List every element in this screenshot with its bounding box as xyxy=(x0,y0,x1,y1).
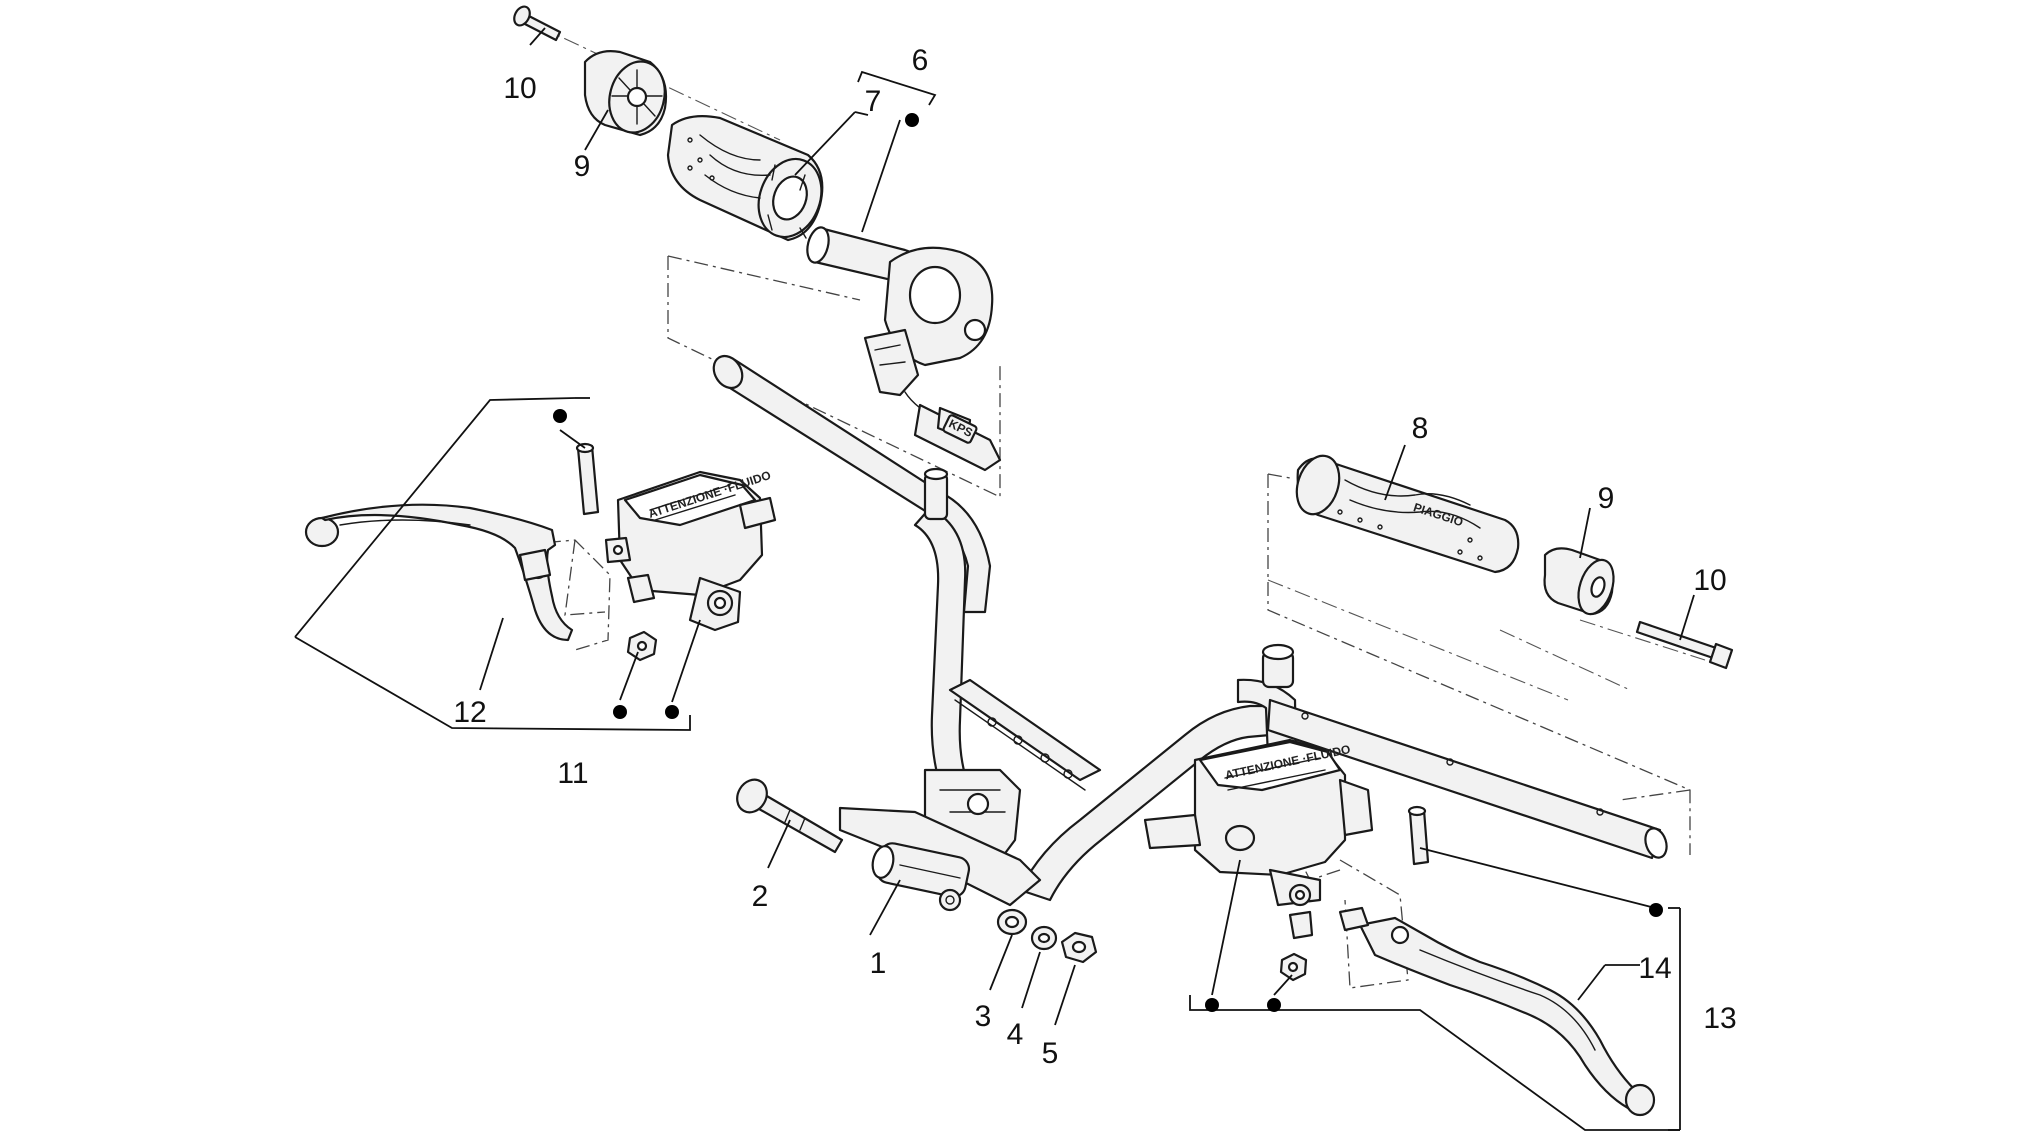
left-lever-part-12 xyxy=(304,503,574,642)
callout-10-left: 10 xyxy=(503,72,536,105)
callout-7: 7 xyxy=(865,85,882,118)
right-master-cylinder-part-13: ATTENZIONE ·FLUIDO xyxy=(1143,738,1430,982)
bracket-group-13 xyxy=(1189,907,1681,1131)
callout-9-left: 9 xyxy=(574,150,591,183)
washer-part-4 xyxy=(1030,925,1058,951)
callout-3: 3 xyxy=(975,1000,992,1033)
screw-left-part-10 xyxy=(513,5,562,42)
callout-5: 5 xyxy=(1042,1037,1059,1070)
throttle-tube-part-6: KPS xyxy=(806,226,1002,472)
bar-end-weight-right-part-9 xyxy=(1543,547,1615,616)
screw-right-part-10 xyxy=(1635,620,1734,670)
callout-1: 1 xyxy=(870,947,887,980)
handlebar xyxy=(712,354,1668,912)
callout-12: 12 xyxy=(453,696,486,729)
bracket-group-6 xyxy=(857,70,937,106)
callout-13: 13 xyxy=(1703,1002,1736,1035)
callout-4: 4 xyxy=(1007,1018,1024,1051)
bracket-group-11 xyxy=(294,397,691,731)
callout-6: 6 xyxy=(912,44,929,77)
left-grip-part-7 xyxy=(666,115,824,242)
leader-lines xyxy=(479,27,1695,1026)
assembly-axis-lines xyxy=(537,25,1706,701)
right-grip-part-8: PIAGGIO xyxy=(1295,454,1520,574)
callout-8: 8 xyxy=(1412,412,1429,445)
callout-2: 2 xyxy=(752,880,769,913)
callout-11: 11 xyxy=(557,757,588,790)
reference-dots xyxy=(553,113,1663,1012)
callout-14: 14 xyxy=(1638,952,1671,985)
throttle-grip-phantom-box xyxy=(667,255,1001,499)
washer-part-3 xyxy=(996,908,1028,936)
callout-labels: 1 2 3 4 5 6 7 8 9 9 10 10 11 12 13 14 xyxy=(453,44,1736,1070)
bolt-part-2 xyxy=(736,778,844,854)
right-lever-part-14 xyxy=(1338,906,1656,1117)
callout-10-right: 10 xyxy=(1693,564,1726,597)
nut-part-5 xyxy=(1060,931,1098,964)
callout-9-right: 9 xyxy=(1598,482,1615,515)
right-grip-phantom-box xyxy=(1267,473,1691,855)
left-master-cylinder-part-11: ATTENZIONE ·FLUIDO xyxy=(575,442,777,662)
